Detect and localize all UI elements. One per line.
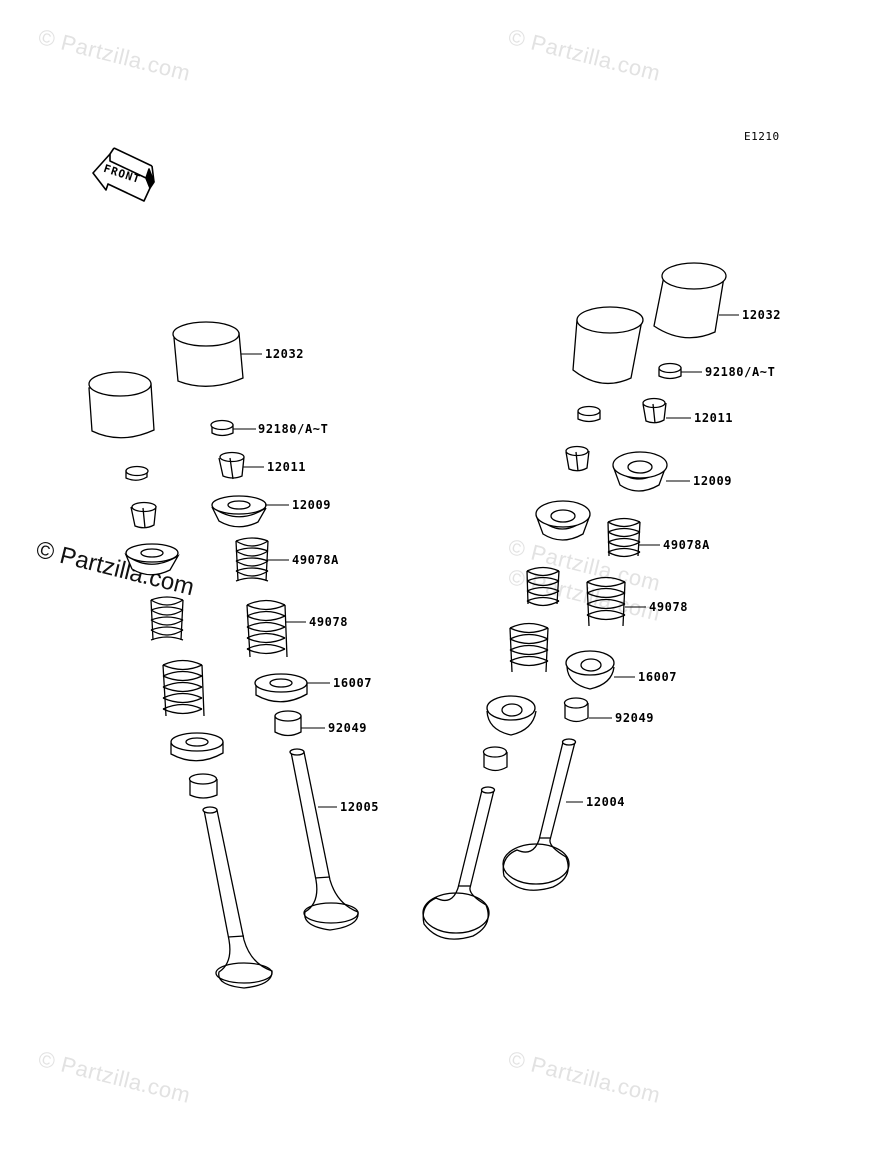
callout-12011-right: 12011 [694, 411, 734, 425]
valve-lifter-top [172, 321, 240, 347]
outer-valve-spring [586, 576, 626, 627]
valve-lifter [572, 319, 643, 384]
cotter-top [565, 445, 589, 457]
valve-lifter [173, 332, 244, 387]
spring-retainer [211, 506, 267, 528]
right-front-column [502, 262, 727, 891]
valve-lifter-top [88, 371, 152, 397]
callout-12009-right: 12009 [693, 474, 733, 488]
front-direction-arrow-icon [92, 147, 155, 202]
inner-valve-spring [526, 566, 560, 607]
valve-lifter-top [576, 306, 644, 334]
left-back-column [88, 371, 273, 989]
callout-12011-left: 12011 [267, 460, 307, 474]
stem-seal-top [563, 697, 589, 709]
valve [502, 741, 576, 891]
valve-lifter-top [661, 262, 727, 290]
valve [290, 751, 359, 931]
left-leader-lines [233, 353, 337, 808]
spring-retainer [124, 553, 180, 576]
cotter-top [642, 397, 666, 409]
valve [203, 809, 273, 989]
cotter-top [131, 501, 157, 513]
callout-49078-right: 49078 [649, 600, 689, 614]
callout-92180-right: 92180/A~T [705, 365, 776, 379]
outer-valve-spring [246, 599, 288, 658]
valve-lifter [88, 383, 155, 439]
outer-valve-spring [162, 659, 205, 717]
stem-seal-top [274, 710, 302, 722]
callout-92180-left: 92180/A~T [258, 422, 329, 436]
outer-valve-spring [509, 622, 549, 673]
stem-seal-top [188, 773, 218, 785]
callout-12032-left: 12032 [265, 347, 305, 361]
callout-12004: 12004 [586, 795, 626, 809]
inner-valve-spring [150, 596, 184, 641]
cotter-top [219, 451, 245, 463]
valve-lifter [653, 275, 725, 339]
callout-12005: 12005 [340, 800, 380, 814]
callout-16007-left: 16007 [333, 676, 373, 690]
callout-49078A-left: 49078A [292, 553, 339, 567]
diagram-reference-code: E1210 [744, 130, 780, 143]
shim-top [577, 405, 601, 417]
callout-16007-right: 16007 [638, 670, 678, 684]
shim-top [125, 465, 149, 477]
right-back-column [422, 306, 644, 940]
inner-valve-spring [235, 537, 269, 582]
callout-49078A-right: 49078A [663, 538, 710, 552]
shim-top [210, 419, 234, 431]
callout-12009-left: 12009 [292, 498, 332, 512]
stem-seal-top [482, 746, 508, 758]
right-leader-lines [566, 314, 739, 803]
shim-top [658, 362, 682, 374]
callout-12032-right: 12032 [742, 308, 782, 322]
inner-valve-spring [607, 517, 641, 558]
valve [422, 789, 495, 940]
callout-92049-right: 92049 [615, 711, 655, 725]
callout-92049-left: 92049 [328, 721, 368, 735]
callout-49078-left: 49078 [309, 615, 349, 629]
left-front-column [172, 321, 359, 931]
spring-retainer [535, 514, 591, 541]
